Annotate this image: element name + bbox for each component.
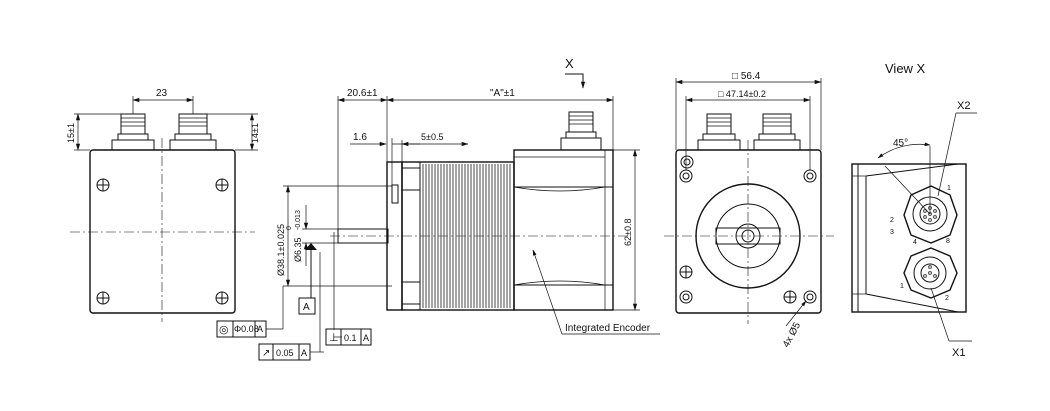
mounting-hole-icon: [680, 155, 694, 169]
integrated-encoder-label: Integrated Encoder: [565, 323, 651, 334]
view-title: View X: [885, 61, 926, 76]
svg-text:A: A: [301, 348, 307, 358]
screw-icon: [679, 265, 693, 279]
screw-icon: [215, 178, 229, 192]
datum-label: A: [303, 302, 310, 313]
screw-icon: [96, 178, 110, 192]
connector-x2-label: X2: [957, 100, 970, 112]
pin-number: 2: [945, 295, 949, 302]
tolerance-frame-runout: ↗ 0.05 A: [258, 343, 311, 361]
dim-shaft-tol-upper: 0: [286, 226, 293, 230]
dim-end-square: □ 56.4: [732, 71, 761, 82]
dim-length-a: "A"±1: [490, 88, 515, 99]
view-x: View X: [851, 61, 977, 359]
concentricity-icon: ◎: [219, 324, 229, 336]
dim-connector-height-right: 14±1: [250, 123, 260, 143]
side-view: 20.6±1 "A"±1 1.6 5±0.5 X Ø38.1±0.025 Ø6.…: [216, 56, 660, 361]
tolerance-frame-concentricity: ◎ Φ0.08 A: [216, 320, 267, 338]
svg-text:0.05: 0.05: [276, 348, 294, 358]
pin-number: 3: [890, 229, 894, 236]
tolerance-frame-perpendicularity: ⊥ 0.1 A: [325, 328, 372, 346]
pin-number: 4: [913, 239, 917, 246]
runout-icon: ↗: [262, 348, 270, 359]
connector-x1: [903, 247, 958, 299]
connector-icon: [697, 113, 741, 151]
pin-number: 1: [900, 283, 904, 290]
dim-connector-spacing: 23: [156, 88, 168, 99]
connector-icon: [111, 113, 155, 151]
pin-number: 8: [946, 238, 950, 245]
svg-text:Φ0.08: Φ0.08: [234, 324, 259, 334]
mounting-hole-icon: [679, 290, 693, 304]
view-arrow-label: X: [565, 56, 574, 71]
connector-x1-label: X1: [952, 347, 965, 359]
dim-shaft-diameter: Ø6.35: [293, 237, 303, 262]
dim-step: 5±0.5: [421, 132, 443, 142]
connector-icon: [169, 113, 217, 151]
dim-connector-height-left: 15±1: [66, 123, 76, 143]
svg-text:A: A: [257, 324, 263, 334]
dim-pilot-diameter: Ø38.1±0.025: [276, 224, 286, 276]
mounting-hole-icon: [679, 169, 693, 183]
screw-icon: [96, 291, 110, 305]
dim-end-hole-square: □ 47.14±0.2: [718, 89, 766, 99]
screw-icon: [215, 291, 229, 305]
svg-text:0.1: 0.1: [344, 333, 357, 343]
dim-end-holes: 4x Ø5: [781, 320, 803, 349]
mounting-hole-icon: [803, 169, 817, 183]
perpendicularity-icon: ⊥: [329, 332, 339, 344]
cooling-fins: [422, 164, 511, 308]
angle-label: 45°: [893, 138, 908, 149]
connector-x2: [903, 185, 958, 244]
dim-shaft-tol-lower: -0.013: [295, 210, 302, 230]
connector-icon: [560, 111, 602, 151]
front-view: 23 15±1 14±1: [66, 88, 260, 322]
dim-pilot: 1.6: [353, 132, 367, 143]
svg-text:A: A: [363, 333, 369, 343]
end-view: □ 56.4 □ 47.14±0.2 4x Ø5: [664, 71, 834, 349]
mounting-hole-icon: [803, 290, 817, 304]
dim-side-height: 62±0.8: [623, 219, 633, 246]
screw-icon: [783, 290, 797, 304]
pin-number: 1: [947, 185, 951, 192]
dim-flange-offset: 20.6±1: [347, 88, 378, 99]
connector-icon: [753, 113, 801, 151]
pin-number: 2: [890, 217, 894, 224]
